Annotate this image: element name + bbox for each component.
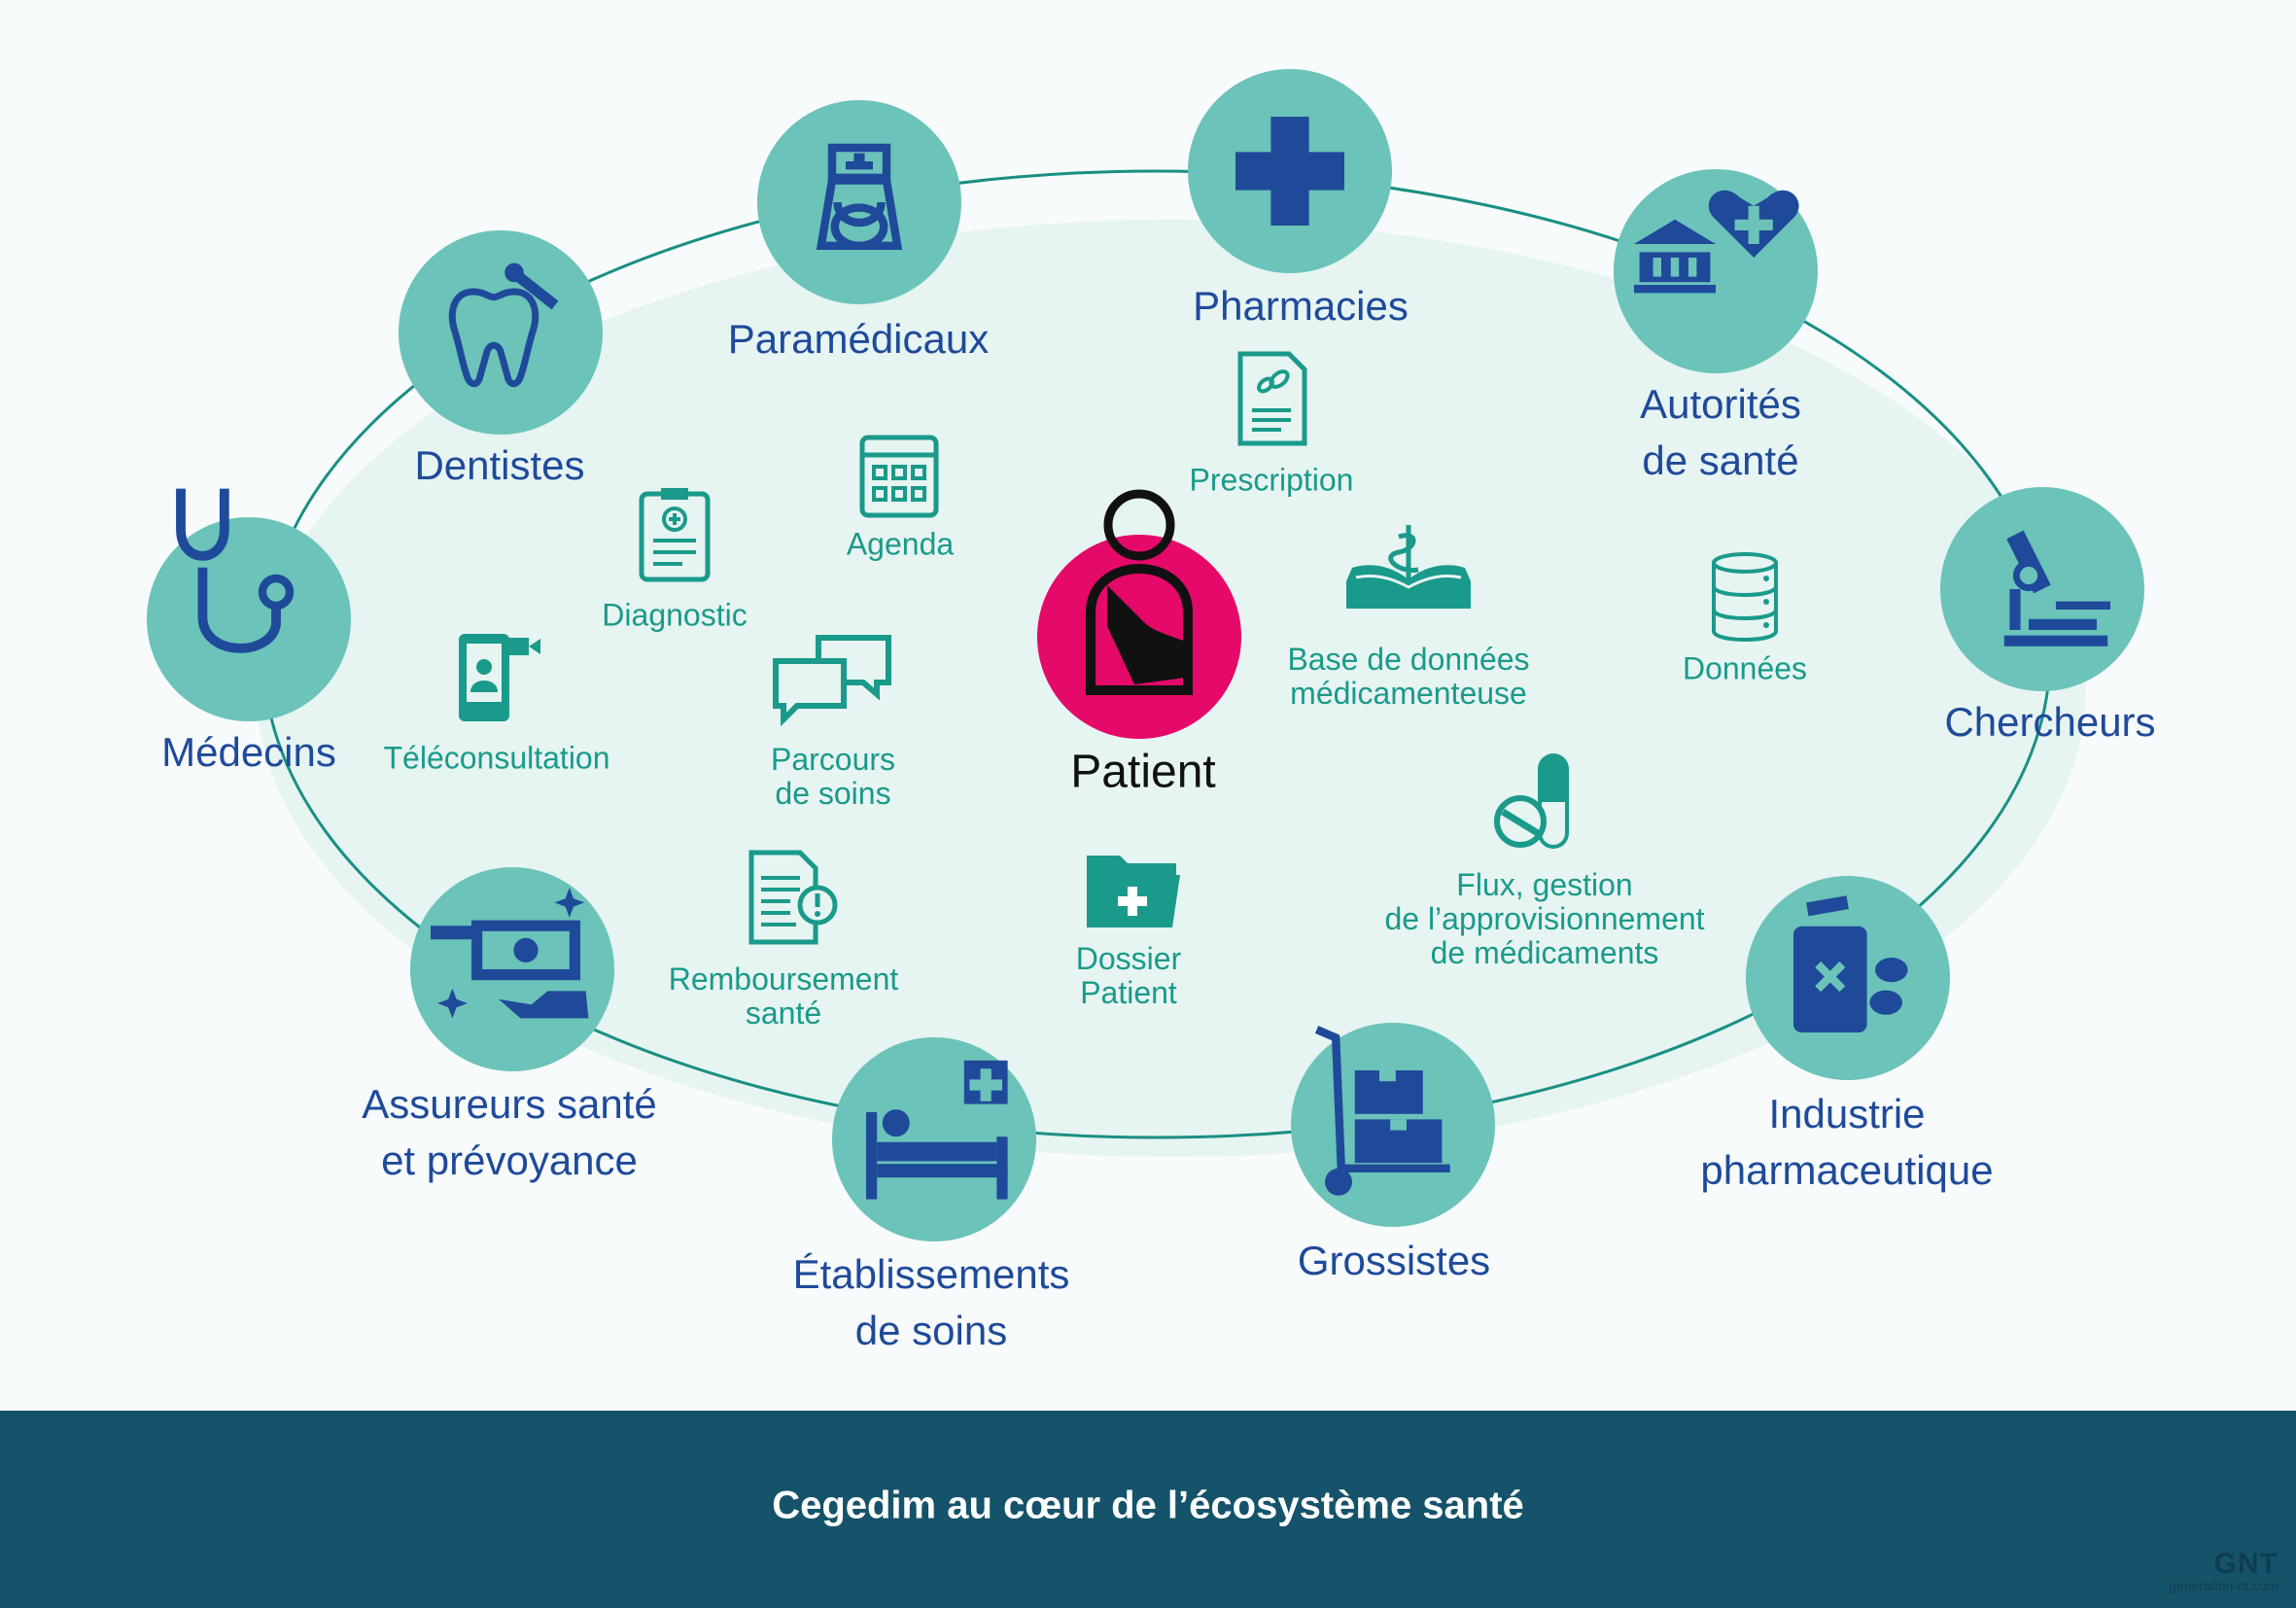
pharmacies-node [1188,69,1392,273]
medecins-label: Médecins [161,729,336,776]
watermark-text: GNT [2213,1548,2279,1580]
base-donnees-line2: médicamenteuse [1290,676,1527,711]
nurse-icon [816,143,903,250]
assureurs-label: Assureurs santé et prévoyance [362,1076,656,1189]
assureurs-node [410,867,614,1071]
autorites-line1: Autorités [1640,381,1801,428]
calendar-icon [859,435,939,518]
dentistes-node [399,230,603,435]
remboursement-line1: Remboursement [668,961,899,996]
document-alert-icon [748,850,838,945]
clipboard-icon [639,488,711,582]
etablissements-line2: de soins [854,1308,1008,1353]
patient-label: Patient [1070,746,1216,798]
medical-folder-icon [1087,856,1180,927]
microscope-icon [2003,530,2110,647]
industrie-line1: Industrie [1768,1091,1926,1137]
video-phone-icon [459,634,540,721]
grossistes-label: Grossistes [1297,1238,1491,1284]
donnees-label: Données [1682,650,1808,686]
database-icon [1712,552,1778,642]
tooth-icon [448,262,559,388]
hospital-bed-icon [866,1060,1008,1200]
industrie-line2: pharmaceutique [1700,1147,1994,1193]
pill-capsule-icon [1494,753,1569,849]
patient-arm-sling-icon [1086,489,1193,695]
cross-icon [1235,117,1344,226]
flux-line3: de médicaments [1430,935,1659,971]
dossier-line2: Patient [1080,975,1177,1010]
autorites-label: Autorités de santé [1640,376,1801,489]
teleconsultation-label: Téléconsultation [383,740,610,776]
etablissements-node [832,1037,1036,1241]
paramedicaux-node [757,100,961,304]
chercheurs-node [1940,487,2144,691]
parcours-line2: de soins [775,776,891,811]
autorites-line2: de santé [1642,437,1799,483]
hand-truck-icon [1314,1026,1450,1196]
medicine-bottle-icon [1793,895,1908,1032]
remboursement-line2: santé [745,996,822,1031]
footer-banner: Cegedim au cœur de l’écosystème santé GN… [0,1411,2296,1608]
etablissements-label: Établissements de soins [793,1246,1070,1359]
medecins-node [147,488,351,721]
chat-bubbles-icon [773,635,891,727]
flux-line2: de l’approvisionnement [1384,901,1705,937]
money-hand-icon [431,888,589,1019]
watermark-sub: generation-nt.com [2169,1578,2279,1593]
flux-line1: Flux, gestion [1456,867,1633,903]
book-caduceus-icon [1346,525,1471,609]
etablissements-line1: Établissements [792,1251,1070,1298]
base-donnees-line1: Base de données [1287,641,1530,677]
dossier-line1: Dossier [1075,940,1182,976]
pharmacies-label: Pharmacies [1193,283,1409,330]
chercheurs-label: Chercheurs [1944,699,2156,746]
industrie-node [1746,876,1950,1080]
dentistes-label: Dentistes [414,442,585,489]
assureurs-line1: Assureurs santé [362,1081,657,1128]
agenda-label: Agenda [846,526,955,562]
parcours-line1: Parcours [770,741,896,777]
diagnostic-label: Diagnostic [602,597,748,633]
autorites-node [1614,169,1818,373]
prescription-label: Prescription [1189,462,1354,498]
prescription-icon [1237,351,1307,446]
paramedicaux-label: Paramédicaux [727,316,990,363]
assureurs-line2: et prévoyance [381,1137,638,1183]
government-heart-icon [1634,190,1799,294]
industrie-label: Industrie pharmaceutique [1700,1086,1993,1199]
footer-title: Cegedim au cœur de l’écosystème santé [772,1484,1524,1527]
patient-node [1037,489,1241,739]
stethoscope-icon [176,488,295,653]
grossistes-node [1291,1023,1495,1227]
